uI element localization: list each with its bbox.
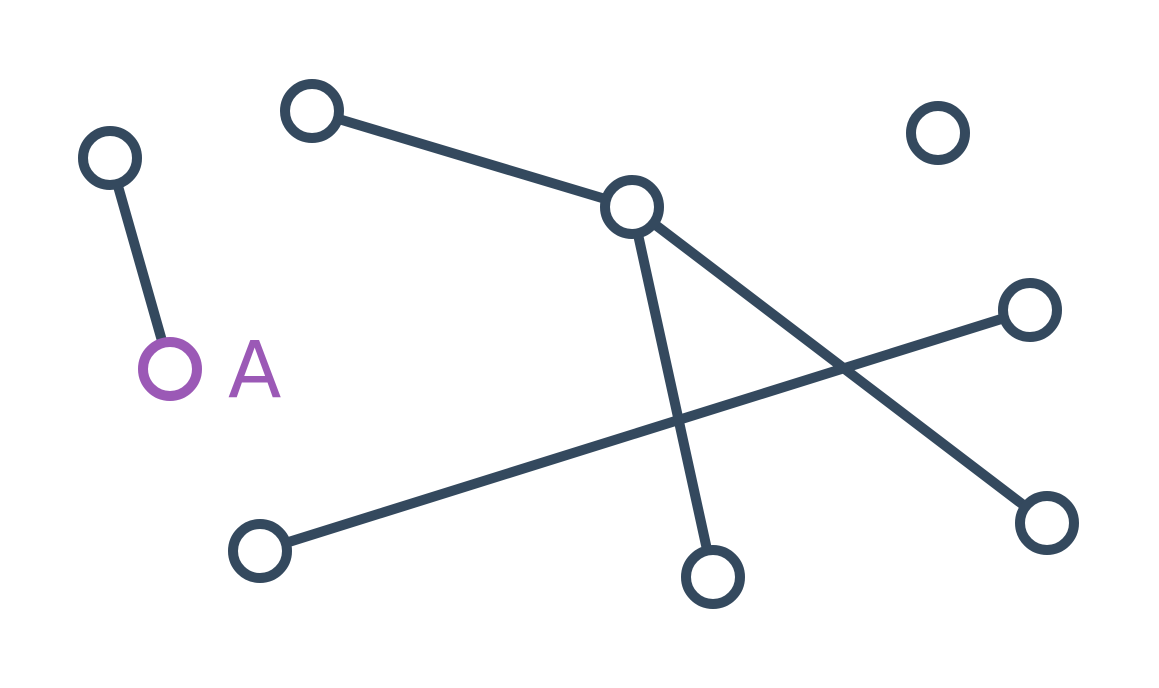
- node-n3: [138, 337, 202, 401]
- edge-n2-n4: [332, 113, 612, 205]
- edge-n7-n6: [280, 313, 1010, 548]
- edge-n1-n3: [112, 178, 168, 349]
- nodes-layer: [78, 79, 1079, 609]
- node-n6: [998, 278, 1062, 342]
- node-n8: [681, 545, 745, 609]
- node-n7: [228, 519, 292, 583]
- node-n9: [1015, 491, 1079, 555]
- node-n4: [600, 175, 664, 239]
- labels-layer: A: [228, 326, 281, 416]
- node-n5: [906, 101, 970, 165]
- edge-n4-n8: [632, 228, 713, 556]
- node-n2: [280, 79, 344, 143]
- node-label-n3: A: [228, 326, 281, 416]
- edges-layer: [112, 113, 1031, 556]
- node-n1: [78, 126, 142, 190]
